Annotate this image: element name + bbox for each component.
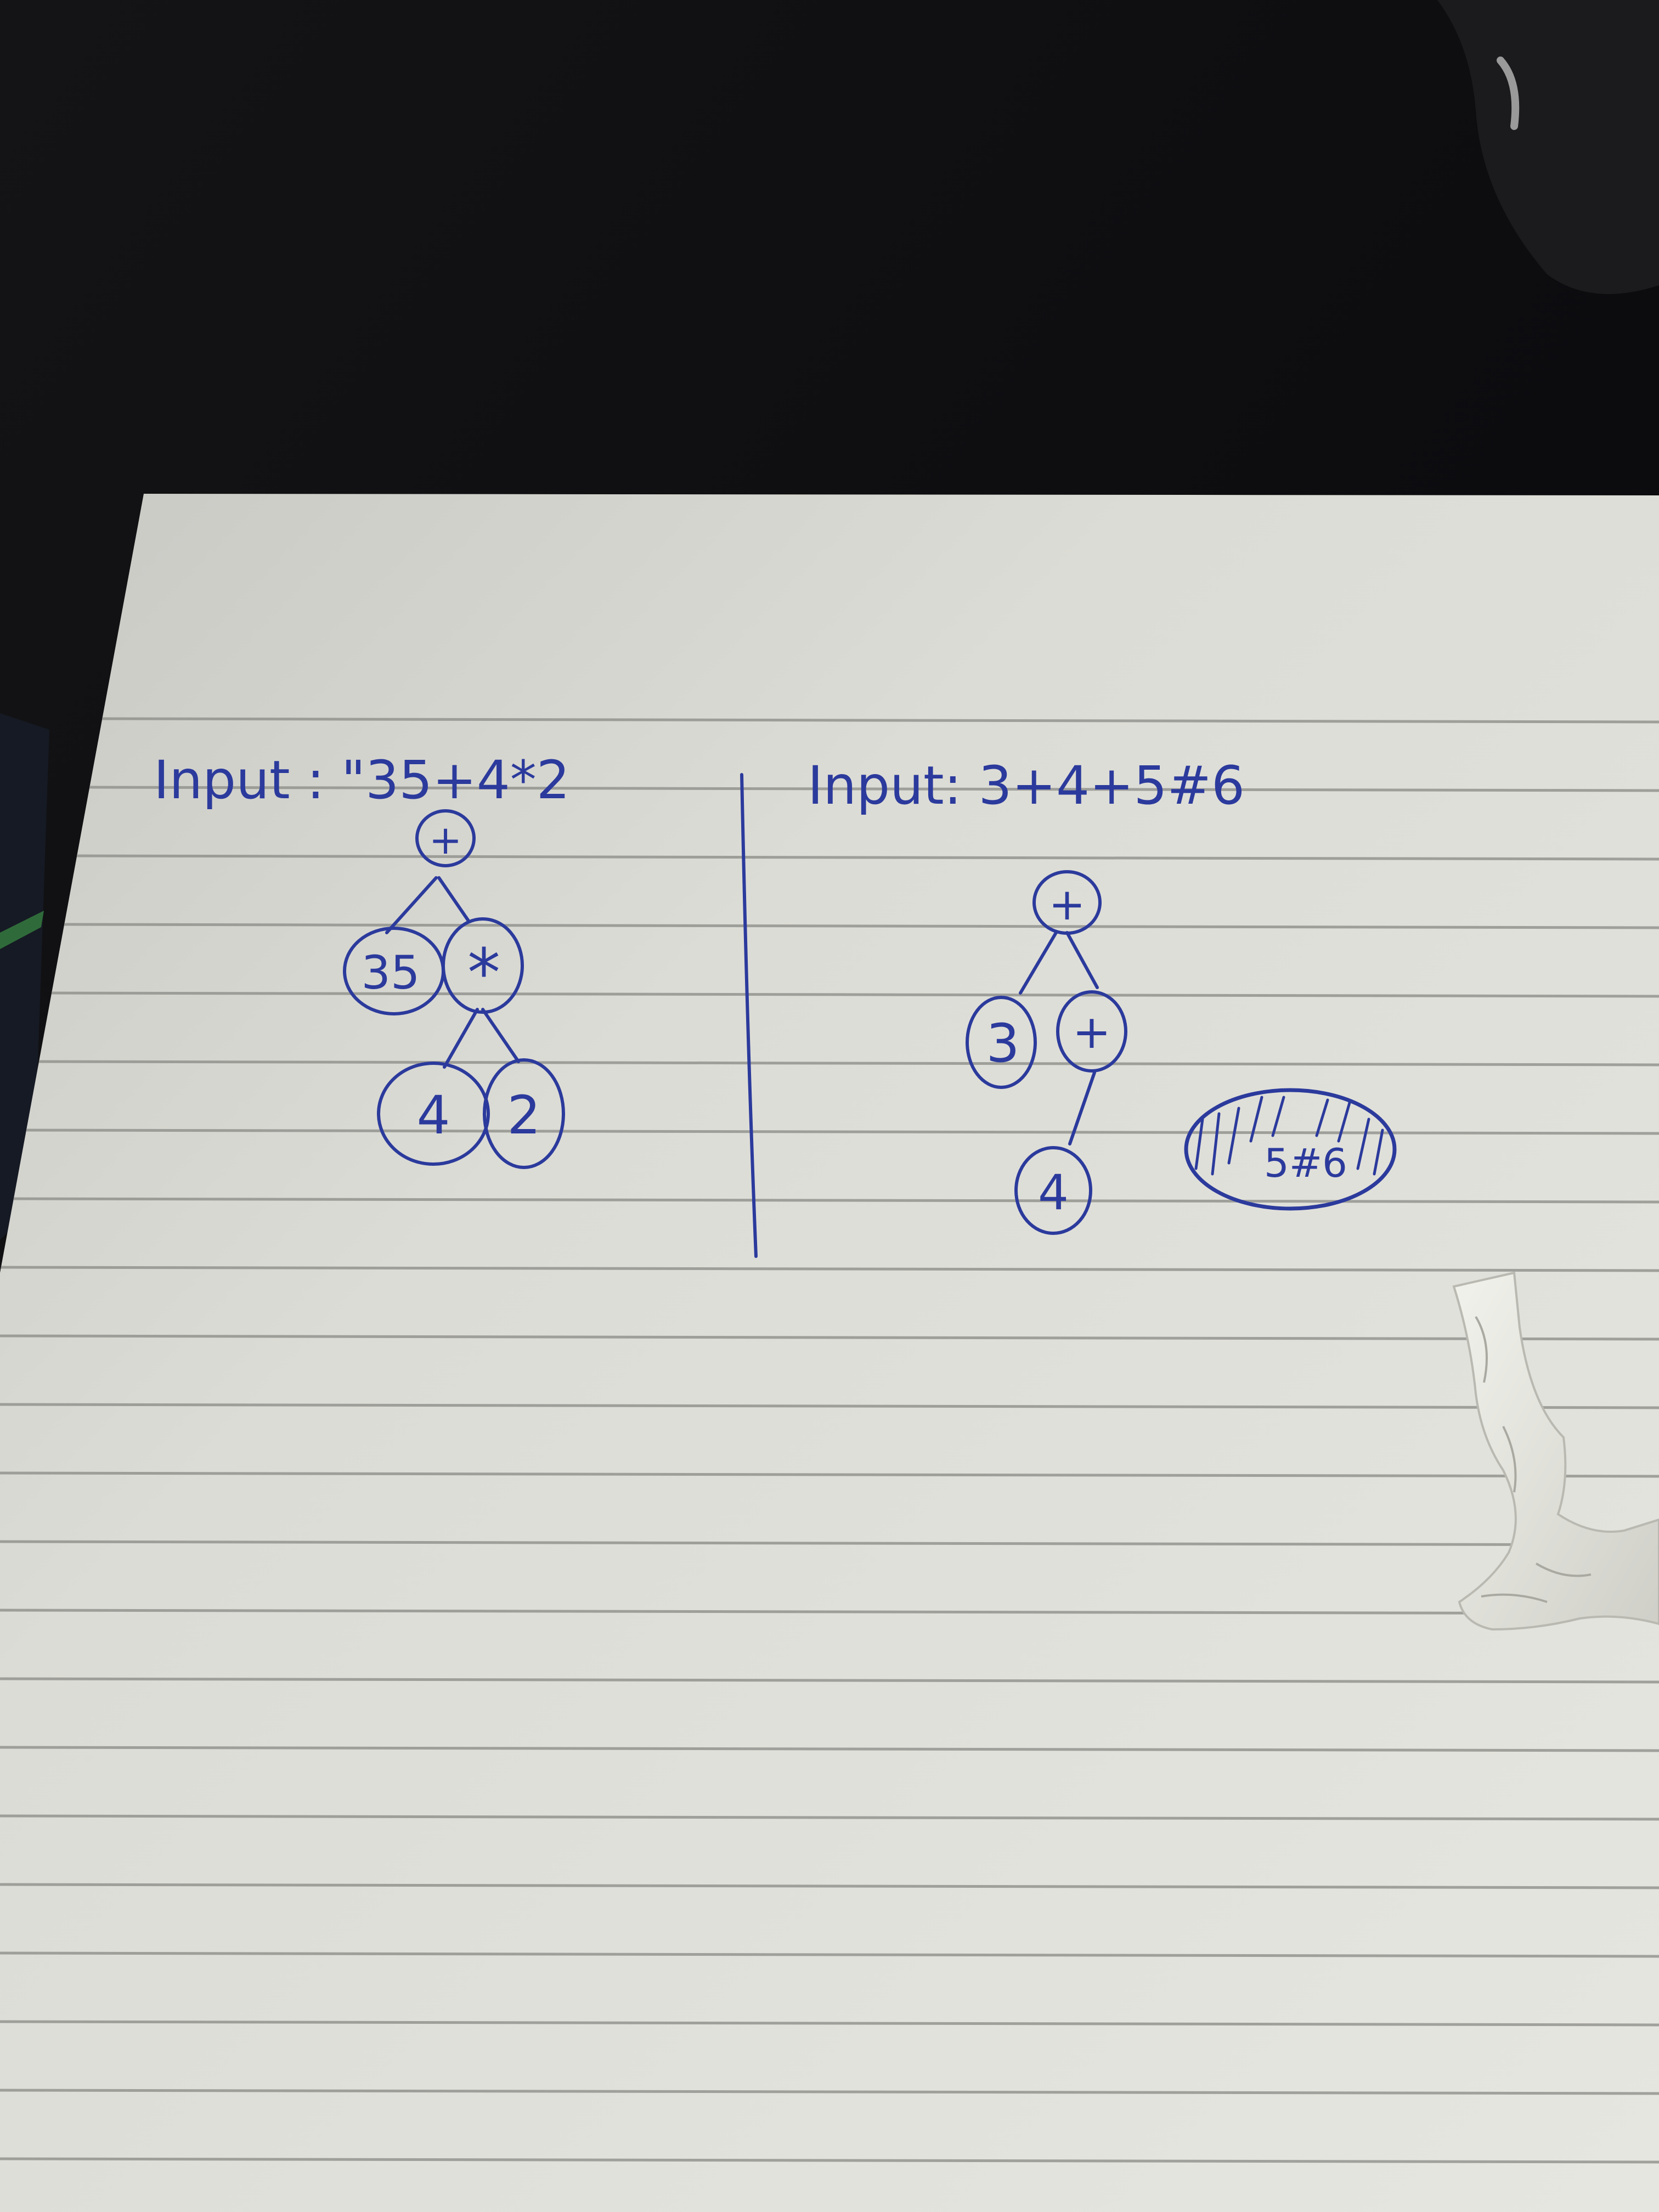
right-node-root-label: +: [1048, 879, 1085, 930]
rejected-group-5-6: 5#6: [1184, 1088, 1397, 1211]
ruled-line: [0, 1951, 1659, 1958]
ruled-line: [77, 854, 1659, 861]
ruled-lines: [0, 717, 1659, 2164]
right-node-4-label: 4: [1038, 1164, 1069, 1221]
left-node-mul: *: [442, 917, 524, 1014]
right-node-3-label: 3: [986, 1013, 1019, 1074]
left-input-label: Input : "35+4*2: [154, 749, 570, 811]
ruled-line: [0, 1403, 1659, 1409]
edge-root-to-plus: [1065, 931, 1099, 989]
left-node-2: 2: [483, 1058, 565, 1169]
left-node-2-label: 2: [507, 1085, 540, 1146]
left-node-35: 35: [343, 927, 445, 1015]
ruled-line: [0, 2089, 1659, 2095]
crumpled-tissue: [1452, 1271, 1659, 1631]
left-node-35-label: 35: [362, 946, 420, 1000]
vertical-divider-line: [740, 773, 758, 1258]
ruled-line: [0, 1609, 1659, 1615]
ruled-line: [0, 1334, 1659, 1341]
edge-root-to-3: [1019, 931, 1058, 995]
ruled-line: [0, 1746, 1659, 1752]
ruled-line: [0, 2020, 1659, 2027]
ruled-line: [0, 1814, 1659, 1821]
fabric-left-edge: [0, 713, 49, 1240]
left-node-4: 4: [377, 1062, 490, 1166]
ruled-line: [52, 991, 1659, 998]
edge-root-to-mul: [437, 876, 471, 923]
left-node-root-label: +: [429, 817, 462, 863]
fabric-green-stripe: [0, 911, 44, 949]
paper-sheet: [0, 494, 1659, 2212]
ruled-line: [39, 1060, 1659, 1066]
right-input-label: Input: 3+4+5#6: [808, 755, 1245, 816]
right-node-root: +: [1032, 870, 1102, 935]
ruled-line: [89, 786, 1659, 792]
edge-mul-to-4: [443, 1008, 479, 1069]
ruled-line: [0, 1677, 1659, 1684]
right-node-plus-label: +: [1073, 1005, 1111, 1059]
ruled-line: [0, 1883, 1659, 1889]
edge-root-to-35: [385, 876, 438, 934]
right-node-plus: +: [1056, 990, 1127, 1073]
ruled-line: [13, 1197, 1659, 1204]
left-node-mul-label: *: [467, 935, 500, 1012]
right-expression-tree: Input: 3+4+5#6 + 3 + 4: [808, 755, 1397, 1235]
dark-object-top-right: [1437, 0, 1659, 294]
ruled-line: [0, 1540, 1659, 1547]
right-node-3: 3: [966, 996, 1037, 1089]
ruled-line: [64, 923, 1659, 929]
left-node-root: +: [415, 809, 476, 867]
rejected-group-label: 5#6: [1264, 1140, 1347, 1186]
hatch-marks: [1194, 1096, 1384, 1176]
ruled-line: [1, 1266, 1659, 1272]
ruled-line: [102, 717, 1659, 724]
ruled-line: [0, 1471, 1659, 1478]
ruled-line: [26, 1128, 1659, 1135]
left-expression-tree: Input : "35+4*2 + 35 * 4 2: [154, 749, 570, 1169]
ruled-line: [0, 2157, 1659, 2164]
edge-plus-to-4: [1068, 1071, 1096, 1146]
left-node-4-label: 4: [416, 1085, 450, 1146]
right-node-4: 4: [1014, 1146, 1092, 1235]
object-highlight: [1497, 57, 1520, 130]
edge-mul-to-2: [481, 1008, 520, 1063]
